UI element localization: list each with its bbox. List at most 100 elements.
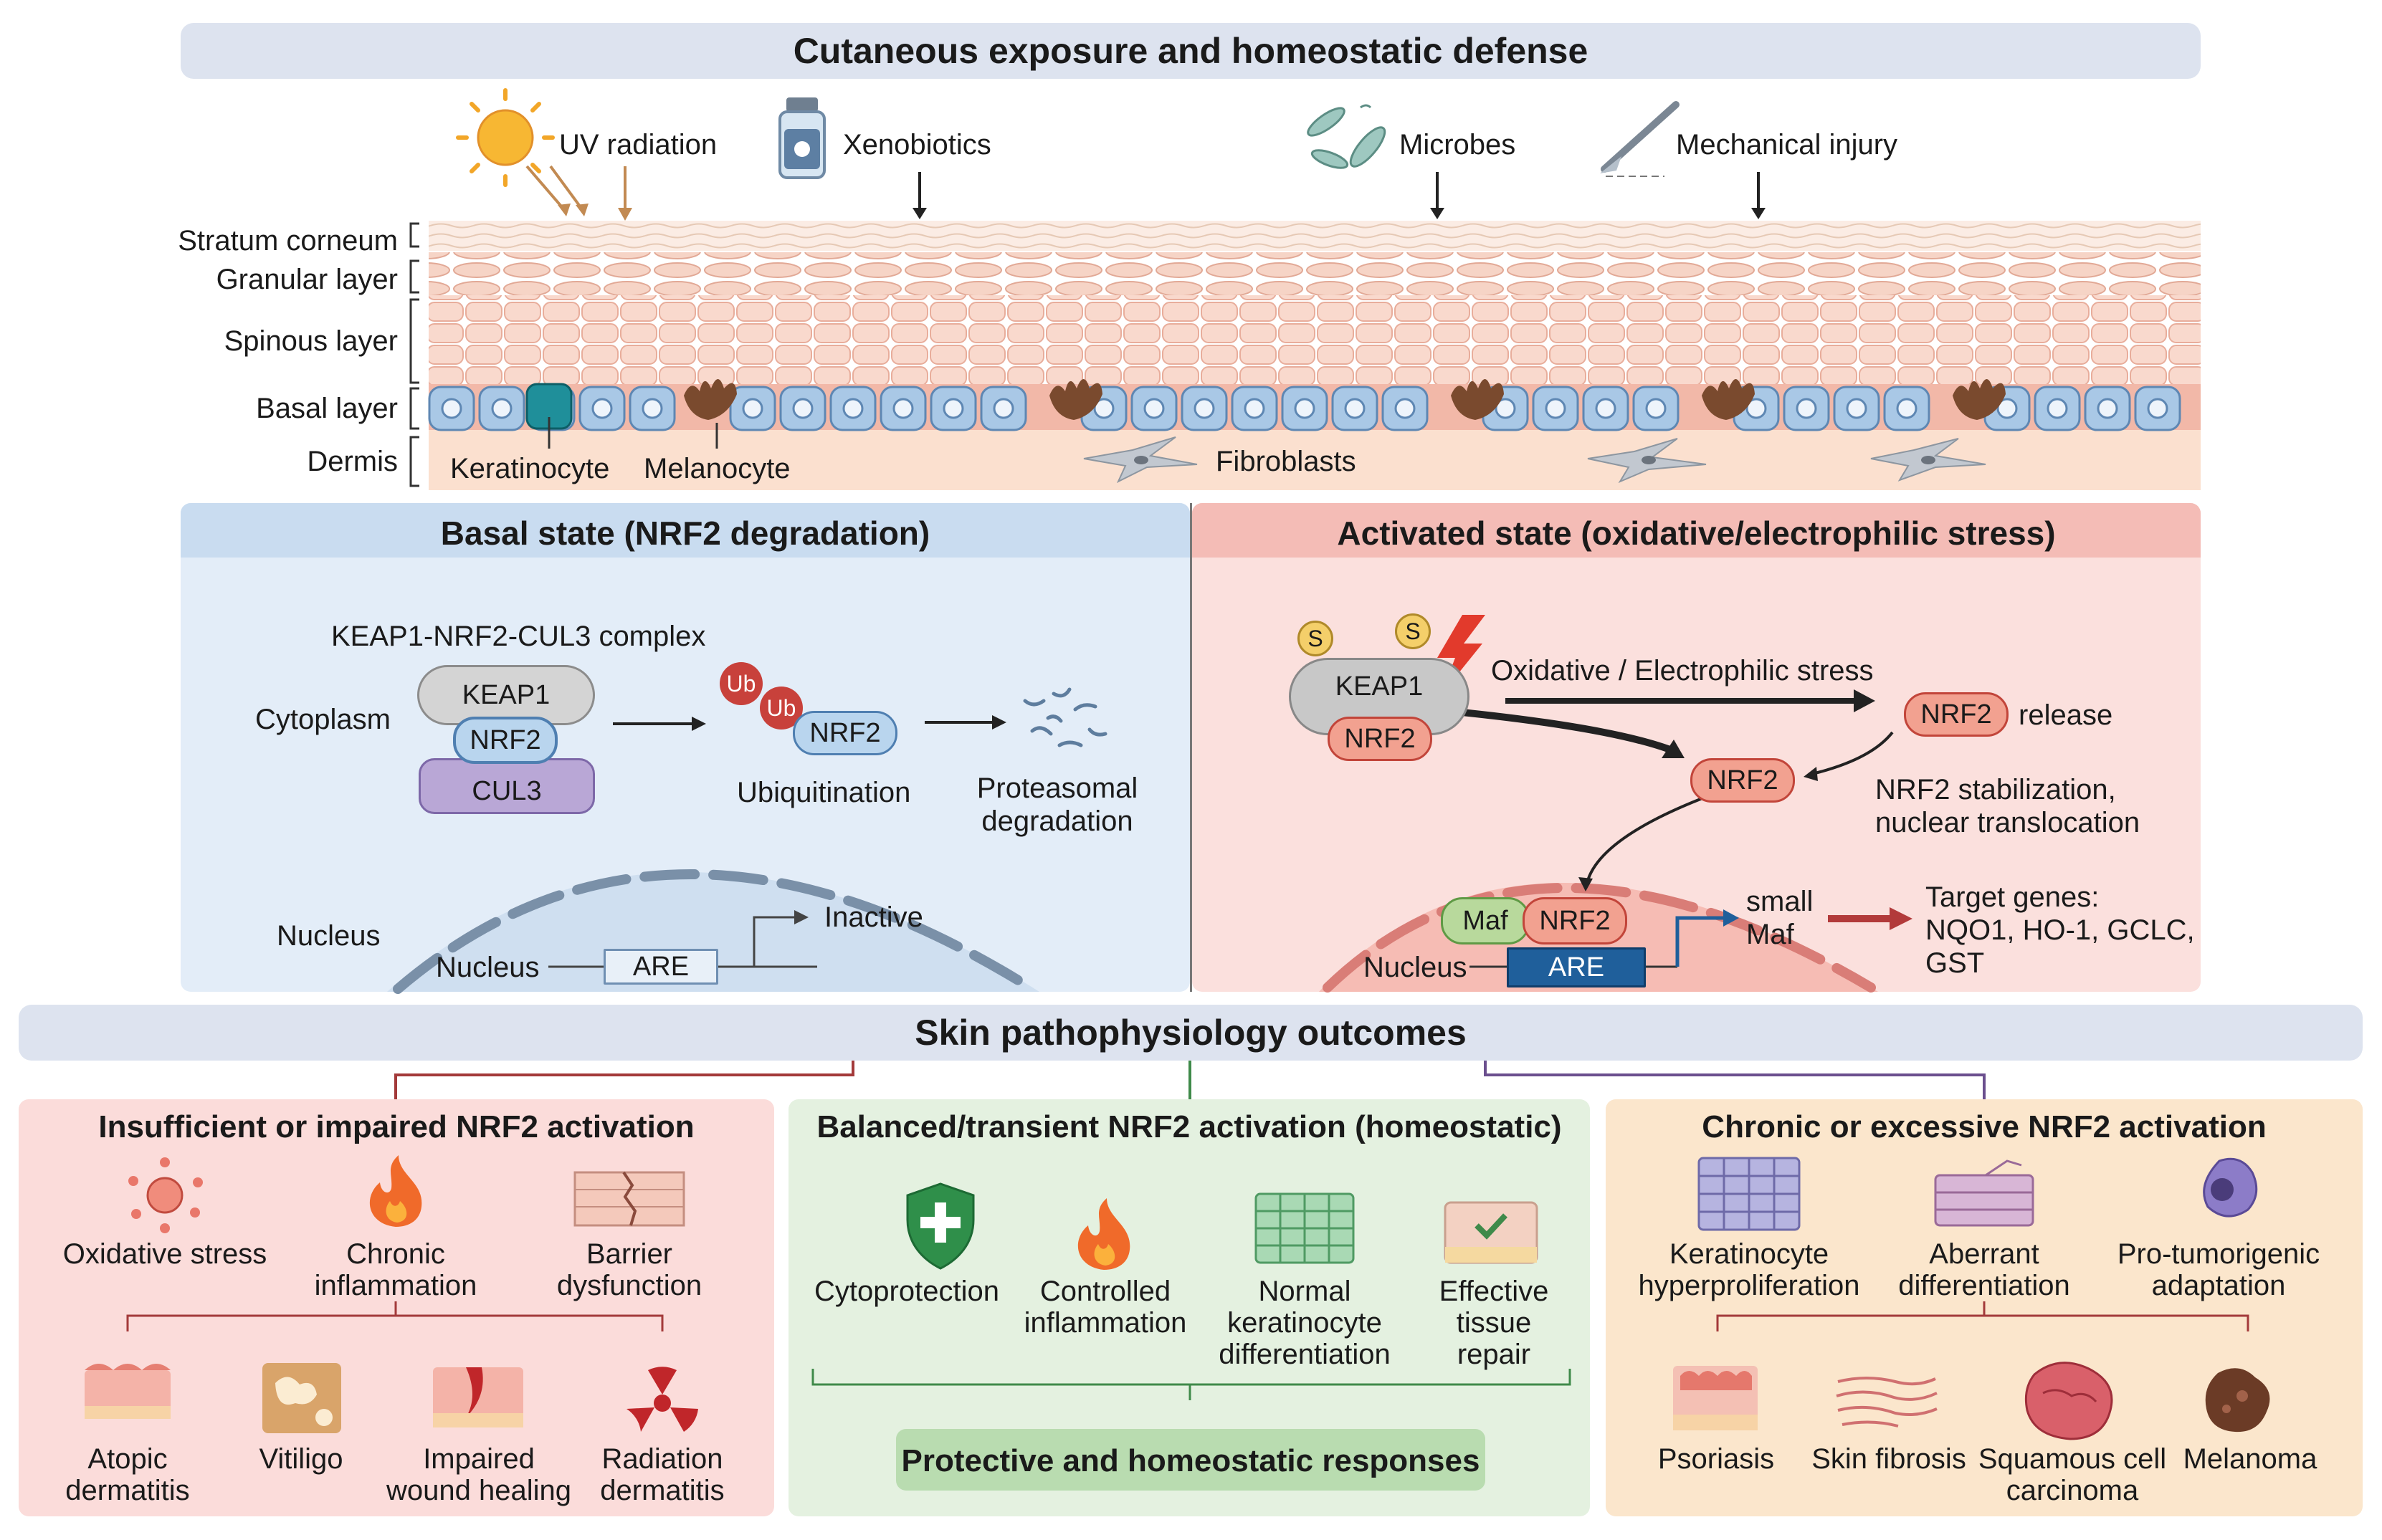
cell-nucleus [2147, 398, 2168, 419]
normal-differentiation-label-3: differentiation [1219, 1339, 1391, 1370]
cell-nucleus [993, 398, 1014, 419]
cell-nucleus [842, 398, 864, 419]
exposure-microbes-label: Microbes [1399, 129, 1516, 161]
protective-responses-box: Protective and homeostatic responses [896, 1429, 1485, 1491]
cell-nucleus [1495, 398, 1516, 419]
cell-nucleus [1645, 398, 1667, 419]
exposure-mechanical-label: Mechanical injury [1676, 129, 1898, 161]
small-maf-label-2: Maf [1746, 919, 1794, 950]
balanced-title: Balanced/transient NRF2 activation (home… [816, 1109, 1562, 1144]
cell-nucleus [1194, 398, 1215, 419]
melanocyte-cell [684, 379, 737, 420]
chronic-title: Chronic or excessive NRF2 activation [1702, 1109, 2267, 1144]
cell-nucleus [1846, 398, 1867, 419]
chronic-inflammation-label-1: Chronic [346, 1238, 445, 1270]
controlled-inflammation-label-2: inflammation [1024, 1307, 1187, 1339]
layer-spinous: Spinous layer [224, 325, 398, 357]
cell-nucleus [1244, 398, 1265, 419]
inactive-label: Inactive [824, 901, 923, 933]
target-genes-label-2: NQO1, HO-1, GCLC, [1925, 914, 2195, 946]
chronic-inflammation-label-2: inflammation [314, 1270, 477, 1301]
cell-nucleus [1745, 398, 1767, 419]
cell-nucleus [1996, 398, 2018, 419]
nrf2-protein-bound: NRF2 [1328, 717, 1432, 761]
cell-nucleus [2047, 398, 2068, 419]
atopic-dermatitis-label-1: Atopic [87, 1443, 168, 1475]
cell-nucleus [2097, 398, 2118, 419]
pro-tumorigenic-cell-icon [2203, 1157, 2258, 1218]
aberrant-differentiation-icon [1934, 1159, 2034, 1227]
cytoplasm-label: Cytoplasm [255, 704, 391, 735]
sun-icon [456, 88, 555, 187]
nrf2-protein-ubiquitinated: NRF2 [793, 711, 897, 755]
exposure-xenobiotics-label: Xenobiotics [843, 129, 991, 161]
panel-divider [1190, 503, 1192, 992]
controlled-flame-icon [1077, 1198, 1130, 1270]
cell-nucleus [792, 398, 814, 419]
cell-nucleus [943, 398, 964, 419]
cell-nucleus [1294, 398, 1315, 419]
microbes-icon [1307, 104, 1386, 169]
keratinocyte-label: Keratinocyte [450, 453, 610, 484]
oxidative-stress-icon [128, 1157, 203, 1233]
radiation-icon [627, 1367, 698, 1432]
proteasomal-label-1: Proteasomal [976, 773, 1138, 804]
squamous-cell-carcinoma-icon [2024, 1362, 2113, 1440]
cul3-protein: CUL3 [419, 758, 595, 814]
melanocyte-cell [1953, 379, 2006, 420]
s-badge-2: S [1395, 613, 1431, 649]
exposure-uv-label: UV radiation [559, 129, 718, 161]
cell-nucleus [1896, 398, 1917, 419]
melanocyte-cell [1451, 379, 1504, 420]
scc-label-1: Squamous cell [1978, 1443, 2167, 1475]
tissue-repair-label-1: Effective [1439, 1276, 1549, 1307]
barrier-dysfunction-label-2: dysfunction [556, 1270, 702, 1301]
radiation-dermatitis-label-1: Radiation [601, 1443, 723, 1475]
melanocyte-cell [1049, 379, 1102, 420]
target-genes-label-3: GST [1925, 947, 1985, 979]
small-maf-label-1: small [1746, 886, 1814, 917]
skin-cross-section [409, 88, 2201, 490]
scalpel-icon [1600, 101, 1680, 177]
aberrant-differentiation-label-2: differentiation [1898, 1270, 2070, 1301]
shield-icon [906, 1182, 975, 1270]
cell-nucleus [441, 398, 462, 419]
aberrant-differentiation-label-1: Aberrant [1929, 1238, 2039, 1270]
cell-nucleus [1545, 398, 1566, 419]
layer-dermis: Dermis [307, 446, 398, 477]
outcomes-title-bar: Skin pathophysiology outcomes [19, 1005, 2363, 1061]
nrf2-protein-complexed: NRF2 [453, 717, 558, 764]
are-element-basal: ARE [604, 949, 718, 985]
melanocyte-cell [1702, 379, 1755, 420]
cell-nucleus [1093, 398, 1115, 419]
cell-nucleus [892, 398, 914, 419]
release-label: release [2019, 699, 2113, 731]
layer-granular: Granular layer [216, 264, 398, 295]
proteasomal-label-2: degradation [981, 805, 1133, 837]
nucleus-outer-label: Nucleus [277, 920, 381, 952]
tissue-repair-label-2: tissue [1456, 1307, 1532, 1339]
controlled-inflammation-label-1: Controlled [1039, 1276, 1171, 1307]
barrier-dysfunction-icon [573, 1171, 685, 1227]
oxidative-stress-label: Oxidative stress [62, 1238, 267, 1270]
pro-tumorigenic-label-2: adaptation [2151, 1270, 2286, 1301]
tissue-repair-label-3: repair [1457, 1339, 1531, 1370]
flame-icon [369, 1155, 422, 1227]
hyperproliferation-label-2: hyperproliferation [1638, 1270, 1860, 1301]
protective-responses-label: Protective and homeostatic responses [901, 1443, 1480, 1478]
melanoma-label: Melanoma [2183, 1443, 2317, 1475]
atopic-dermatitis-icon [85, 1364, 171, 1419]
psoriasis-icon [1673, 1366, 1758, 1430]
cell-nucleus [591, 398, 613, 419]
nrf2-stabilized: NRF2 [1690, 758, 1795, 803]
activated-title: Activated state (oxidative/electrophilic… [1337, 515, 2056, 552]
cell-nucleus [642, 398, 663, 419]
radiation-dermatitis-label-2: dermatitis [600, 1475, 725, 1506]
top-title-bar: Cutaneous exposure and homeostatic defen… [181, 23, 2201, 79]
vitiligo-icon [262, 1363, 341, 1433]
activated-state-panel: Activated state (oxidative/electrophilic… [1192, 503, 2201, 992]
impaired-wound-label-2: wound healing [386, 1475, 571, 1506]
nrf2-nuclear: NRF2 [1523, 897, 1627, 944]
